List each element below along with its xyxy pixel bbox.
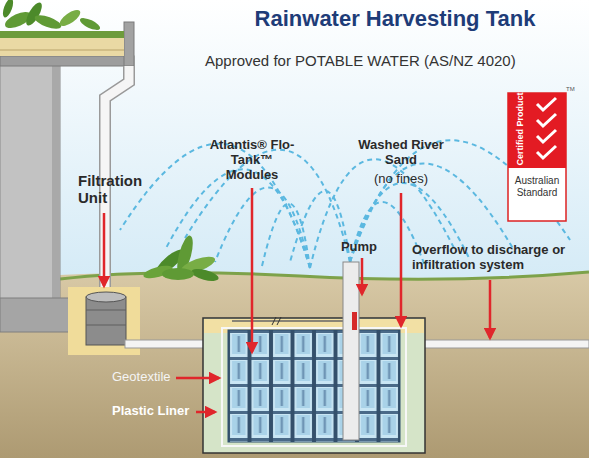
filter-rib	[86, 325, 126, 326]
leaf	[162, 268, 194, 280]
trademark-mark: TM	[566, 86, 582, 93]
callout-label: Geotextile	[112, 370, 182, 385]
parapet	[124, 22, 134, 66]
callout-note: (no fines)	[355, 172, 447, 187]
leader-arrow	[489, 280, 492, 338]
callout-label: Pump	[334, 240, 384, 255]
roof-soil	[0, 38, 124, 56]
roof-grass	[0, 31, 124, 38]
ground	[0, 272, 589, 458]
leader-arrow	[400, 193, 403, 326]
callout-label: Washed River Sand	[355, 138, 447, 168]
leaf	[78, 16, 101, 33]
leader-arrows	[104, 188, 490, 412]
leaf	[33, 13, 63, 32]
leader-arrow	[103, 213, 106, 286]
leader-arrow	[361, 258, 364, 294]
tick	[537, 114, 556, 126]
filter-body	[86, 297, 126, 345]
certification-badge: Certified ProductAustralian Standard	[508, 93, 566, 221]
title: Rainwater Harvesting Tank	[200, 6, 589, 32]
drainage-layer	[0, 50, 124, 51]
break-mark	[277, 317, 281, 325]
garden-plant	[142, 234, 220, 283]
wall-shade	[52, 66, 60, 310]
callout-label: Filtration Unit	[78, 172, 153, 207]
roof-slab	[0, 56, 134, 66]
leader-arrow	[196, 411, 215, 414]
flo-tank-modules	[228, 330, 400, 442]
building-wall	[0, 62, 60, 312]
spray-arc	[120, 144, 310, 268]
callout-label: Plastic Liner	[112, 404, 202, 419]
filter-lid	[86, 292, 126, 302]
spray-arc	[215, 187, 310, 268]
leaf	[190, 267, 220, 284]
leaf	[1, 0, 15, 19]
roof-plants	[1, 0, 102, 32]
geotextile	[222, 328, 406, 446]
delivery-line	[232, 320, 343, 322]
subtitle: Approved for POTABLE WATER (AS/NZ 4020)	[205, 52, 575, 69]
tick	[537, 146, 556, 158]
badge-text: Certified Product	[515, 89, 525, 169]
pump-pipe	[343, 262, 359, 440]
break-mark	[272, 317, 276, 325]
grass-line	[60, 272, 589, 279]
leader-arrow	[176, 377, 219, 380]
foundation	[0, 298, 70, 332]
tick	[537, 130, 556, 142]
spray-arc	[262, 203, 310, 268]
leaf	[57, 7, 82, 29]
callout-label: Atlantis® Flo-Tank™ Modules	[209, 138, 295, 183]
leader-arrow	[251, 188, 254, 352]
badge-text: Australian Standard	[508, 175, 566, 199]
pump-outlet	[352, 312, 357, 330]
plastic-liner	[203, 318, 425, 453]
tick	[537, 98, 556, 110]
sky	[0, 0, 589, 290]
filter-rib	[86, 310, 126, 311]
badge-ticks	[537, 98, 556, 158]
overflow-pipe	[415, 340, 589, 348]
callout-label: Overflow to discharge or infiltration sy…	[412, 243, 577, 273]
